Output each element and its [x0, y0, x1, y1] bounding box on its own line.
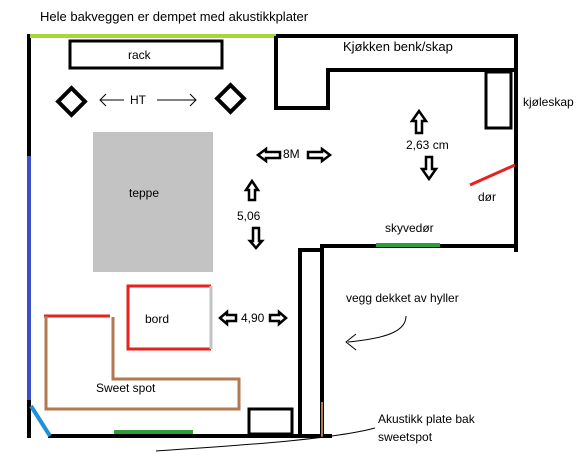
table-width-label: 4,90 [241, 311, 265, 325]
title-note: Hele bakveggen er dempet med akustikkpla… [40, 9, 309, 24]
rug-label: teppe [129, 186, 160, 200]
kitchen-depth-label: 2,63 cm [406, 138, 449, 152]
fridge-label: kjøleskap [523, 95, 574, 109]
sliding-door-label: skyvedør [385, 221, 434, 235]
kitchen-label: Kjøkken benk/skap [343, 39, 453, 54]
shelf-wall-label: vegg dekket av hyller [346, 291, 459, 305]
length-arrow-up [243, 178, 261, 202]
table-arrow-left [218, 309, 238, 327]
speaker-right [214, 82, 247, 115]
door-line [469, 163, 516, 187]
panel-pointer [155, 427, 376, 452]
speaker-left [55, 85, 88, 118]
width-arrow-left [255, 146, 282, 164]
speakers-label: HT [130, 93, 146, 107]
rack-label: rack [128, 48, 151, 62]
corner-panel [29, 404, 52, 438]
shelf-corner-box [247, 407, 294, 436]
shelf-pointer [345, 315, 407, 351]
kitchen-arrow-up [409, 108, 429, 135]
kitchen-arrow-down [419, 155, 439, 182]
table-outline [126, 284, 211, 351]
door-label: dør [478, 190, 496, 204]
sweet-spot-label: Sweet spot [96, 381, 156, 395]
ht-arrow-left [99, 93, 124, 107]
table-arrow-right [268, 309, 288, 327]
acoustic-panel-label: Akustikk plate bak sweetspot [378, 412, 475, 444]
table-label: bord [145, 312, 170, 326]
length-arrow-down [247, 226, 265, 250]
sweet-spot-couch [44, 316, 241, 411]
ht-arrow-right [157, 93, 197, 107]
width-arrow-right [306, 146, 333, 164]
rack-box [68, 39, 224, 70]
rug [93, 132, 213, 272]
kitchen-counter [274, 36, 516, 130]
width-label: 8M [283, 147, 300, 161]
length-label: 5,06 [237, 209, 261, 223]
